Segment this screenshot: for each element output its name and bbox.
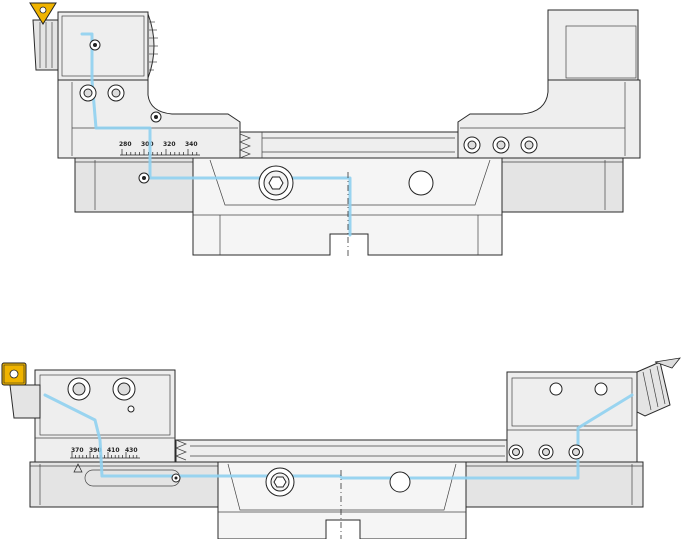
serration-teeth-icon	[175, 439, 187, 461]
bottom-coolant-line	[43, 393, 634, 480]
bottom-right-shank	[636, 361, 671, 417]
socket-screw-icon	[79, 39, 538, 184]
scale-label: 340	[185, 141, 198, 148]
hex-bolt-icon	[265, 467, 295, 497]
bottom-shank	[9, 384, 41, 419]
top-shank	[32, 19, 59, 71]
bottom-rail	[175, 439, 511, 463]
top-knurl-lines	[149, 21, 158, 71]
top-right-holder	[457, 79, 641, 159]
scale-label: 370	[71, 447, 84, 454]
cutting-insert-icon	[29, 2, 57, 25]
top-assembly: 280 300 320 340	[29, 2, 641, 258]
bottom-left-holder	[34, 369, 176, 463]
bottom-dowel-hole	[389, 471, 411, 493]
scale-label: 430	[125, 447, 138, 454]
scale-label: 280	[119, 141, 132, 148]
serration-teeth-icon	[239, 133, 251, 159]
top-right-block	[547, 9, 639, 81]
scale-label: 300	[141, 141, 154, 148]
socket-screw-icon	[67, 377, 608, 483]
top-rail	[237, 131, 461, 159]
top-left-holder	[57, 79, 241, 159]
bottom-assembly: 370 390 410 430	[1, 357, 681, 539]
top-center-slide	[192, 157, 503, 256]
top-dowel-hole	[408, 170, 434, 196]
hex-bolt-icon	[258, 165, 294, 201]
scale-label: 390	[89, 447, 102, 454]
scale-label: 410	[107, 447, 120, 454]
scale-label: 320	[163, 141, 176, 148]
bottom-scale: 370 390 410 430	[70, 447, 140, 473]
top-scale: 280 300 320 340	[119, 141, 200, 156]
bottom-center-slide	[217, 461, 467, 539]
top-left-block	[57, 11, 149, 81]
